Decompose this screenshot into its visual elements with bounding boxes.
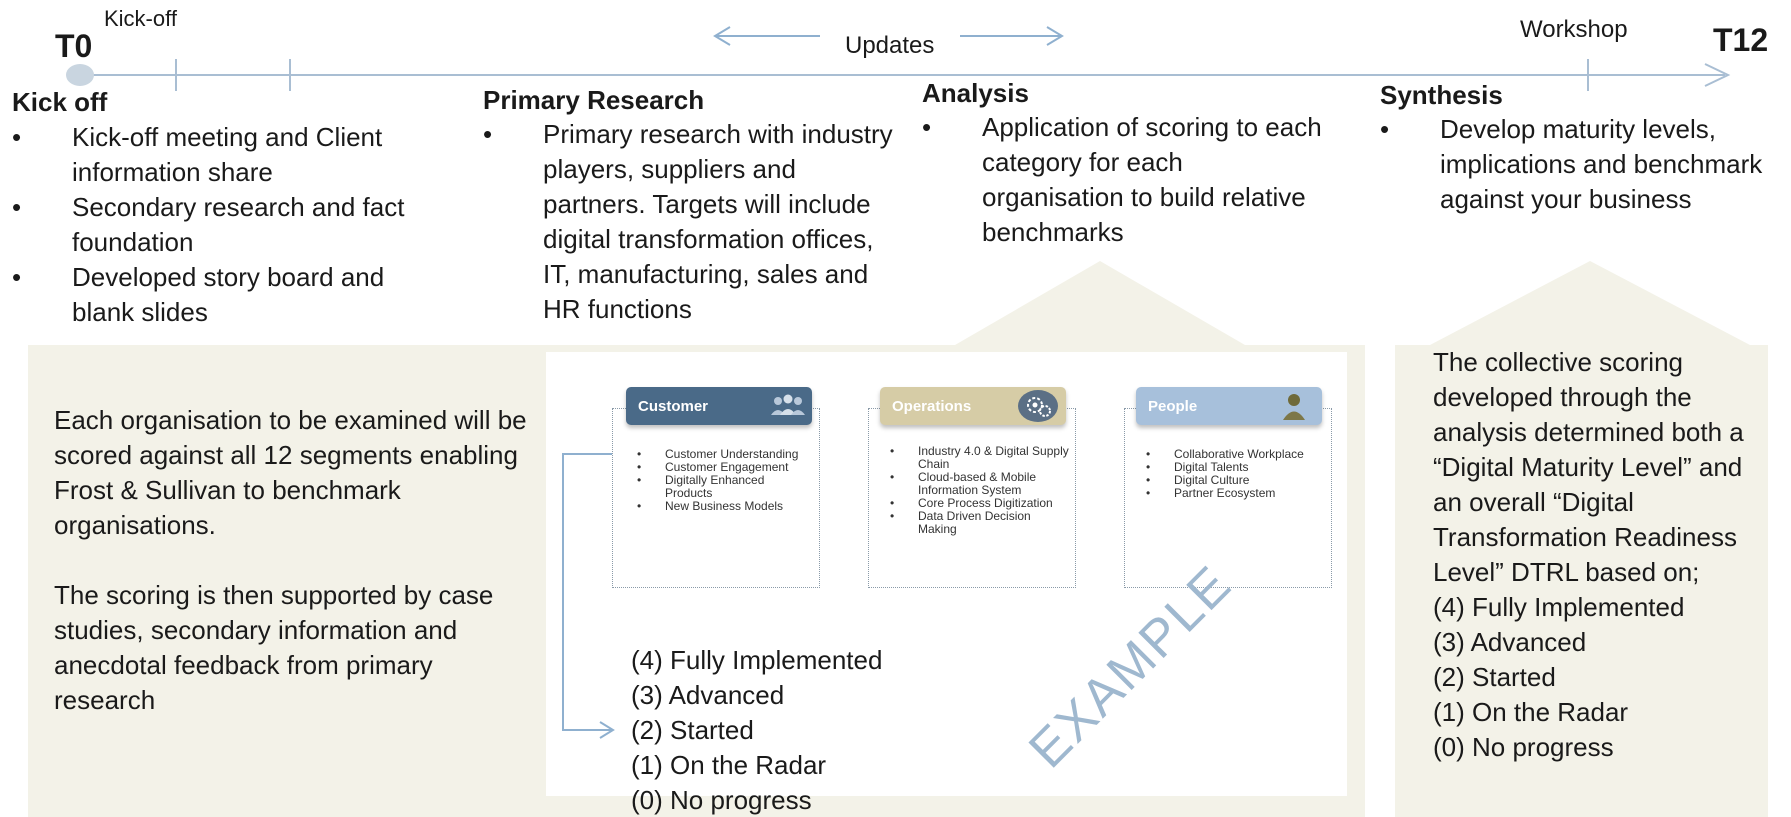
list-item: Application of scoring to each category … bbox=[922, 110, 1322, 250]
category-header-people: People bbox=[1136, 387, 1322, 425]
list-item: New Business Models bbox=[637, 500, 812, 514]
list-item: Customer Understanding bbox=[637, 448, 812, 462]
category-name: Operations bbox=[892, 397, 972, 415]
level-item: (1) On the Radar bbox=[1433, 697, 1629, 727]
gears-icon bbox=[1018, 390, 1058, 422]
timeline-start-label: T0 bbox=[55, 28, 93, 64]
scoring-levels: (4) Fully Implemented (3) Advanced (2) S… bbox=[631, 643, 882, 817]
right-panel bbox=[1395, 345, 1768, 817]
list-item: Digital Culture bbox=[1146, 474, 1326, 488]
phase-title-synthesis: Synthesis bbox=[1380, 80, 1503, 110]
list-item: Cloud-based & Mobile Information System bbox=[890, 471, 1070, 497]
category-items-people: Collaborative Workplace Digital Talents … bbox=[1146, 448, 1326, 501]
category-items-operations: Industry 4.0 & Digital Supply Chain Clou… bbox=[890, 445, 1070, 536]
level-item: (0) No progress bbox=[631, 785, 812, 815]
timeline-arrowhead bbox=[1704, 63, 1731, 87]
timeline bbox=[66, 26, 1731, 91]
list-item: Primary research with industry players, … bbox=[483, 117, 893, 327]
category-name: People bbox=[1148, 397, 1198, 415]
list-item: Industry 4.0 & Digital Supply Chain bbox=[890, 445, 1070, 471]
phase-bullets-kickoff: Kick-off meeting and Client information … bbox=[12, 120, 442, 330]
updates-label: Updates bbox=[845, 32, 935, 59]
list-item: Kick-off meeting and Client information … bbox=[12, 120, 442, 190]
category-items-customer: Customer Understanding Customer Engageme… bbox=[637, 448, 812, 514]
timeline-start-dot bbox=[66, 64, 94, 86]
person-icon bbox=[1274, 390, 1314, 422]
phase-bullets-synthesis: Develop maturity levels, implications an… bbox=[1380, 112, 1770, 217]
right-panel-paragraph: The collective scoring developed through… bbox=[1433, 347, 1744, 587]
phase-bullets-primary-research: Primary research with industry players, … bbox=[483, 117, 893, 327]
level-item: (2) Started bbox=[631, 715, 754, 745]
timeline-end-label: T12 bbox=[1713, 22, 1769, 58]
list-item: Develop maturity levels, implications an… bbox=[1380, 112, 1770, 217]
workshop-label: Workshop bbox=[1520, 16, 1628, 43]
level-item: (3) Advanced bbox=[1433, 627, 1587, 657]
analysis-panel-peak bbox=[955, 261, 1245, 345]
scoring-connector-arrow bbox=[562, 453, 615, 739]
left-panel-paragraph-2: The scoring is then supported by case st… bbox=[54, 580, 494, 715]
category-name: Customer bbox=[638, 397, 709, 415]
level-item: (4) Fully Implemented bbox=[1433, 592, 1685, 622]
left-panel-text: Each organisation to be examined will be… bbox=[54, 403, 534, 718]
level-item: (1) On the Radar bbox=[631, 750, 827, 780]
left-panel-paragraph-1: Each organisation to be examined will be… bbox=[54, 405, 527, 540]
list-item: Secondary research and fact foundation bbox=[12, 190, 442, 260]
level-item: (3) Advanced bbox=[631, 680, 785, 710]
phase-title-primary-research: Primary Research bbox=[483, 85, 705, 115]
list-item: Digitally Enhanced Products bbox=[637, 474, 812, 500]
right-panel-text: The collective scoring developed through… bbox=[1433, 345, 1763, 765]
phase-bullets-analysis: Application of scoring to each category … bbox=[922, 110, 1322, 250]
list-item: Partner Ecosystem bbox=[1146, 487, 1326, 501]
people-icon bbox=[768, 390, 808, 422]
left-panel bbox=[28, 345, 545, 817]
list-item: Digital Talents bbox=[1146, 461, 1326, 475]
list-item: Collaborative Workplace bbox=[1146, 448, 1326, 462]
level-item: (4) Fully Implemented bbox=[631, 645, 883, 675]
level-item: (0) No progress bbox=[1433, 732, 1614, 762]
list-item: Developed story board and blank slides bbox=[12, 260, 442, 330]
category-header-operations: Operations bbox=[880, 387, 1066, 425]
list-item: Data Driven Decision Making bbox=[890, 510, 1070, 536]
phase-title-analysis: Analysis bbox=[922, 78, 1029, 108]
kickoff-marker-label: Kick-off bbox=[104, 6, 177, 31]
category-header-customer: Customer bbox=[626, 387, 812, 425]
list-item: Core Process Digitization bbox=[890, 497, 1070, 511]
phase-title-kickoff: Kick off bbox=[12, 87, 108, 117]
list-item: Customer Engagement bbox=[637, 461, 812, 475]
synthesis-panel-peak bbox=[1430, 261, 1750, 345]
level-item: (2) Started bbox=[1433, 662, 1556, 692]
